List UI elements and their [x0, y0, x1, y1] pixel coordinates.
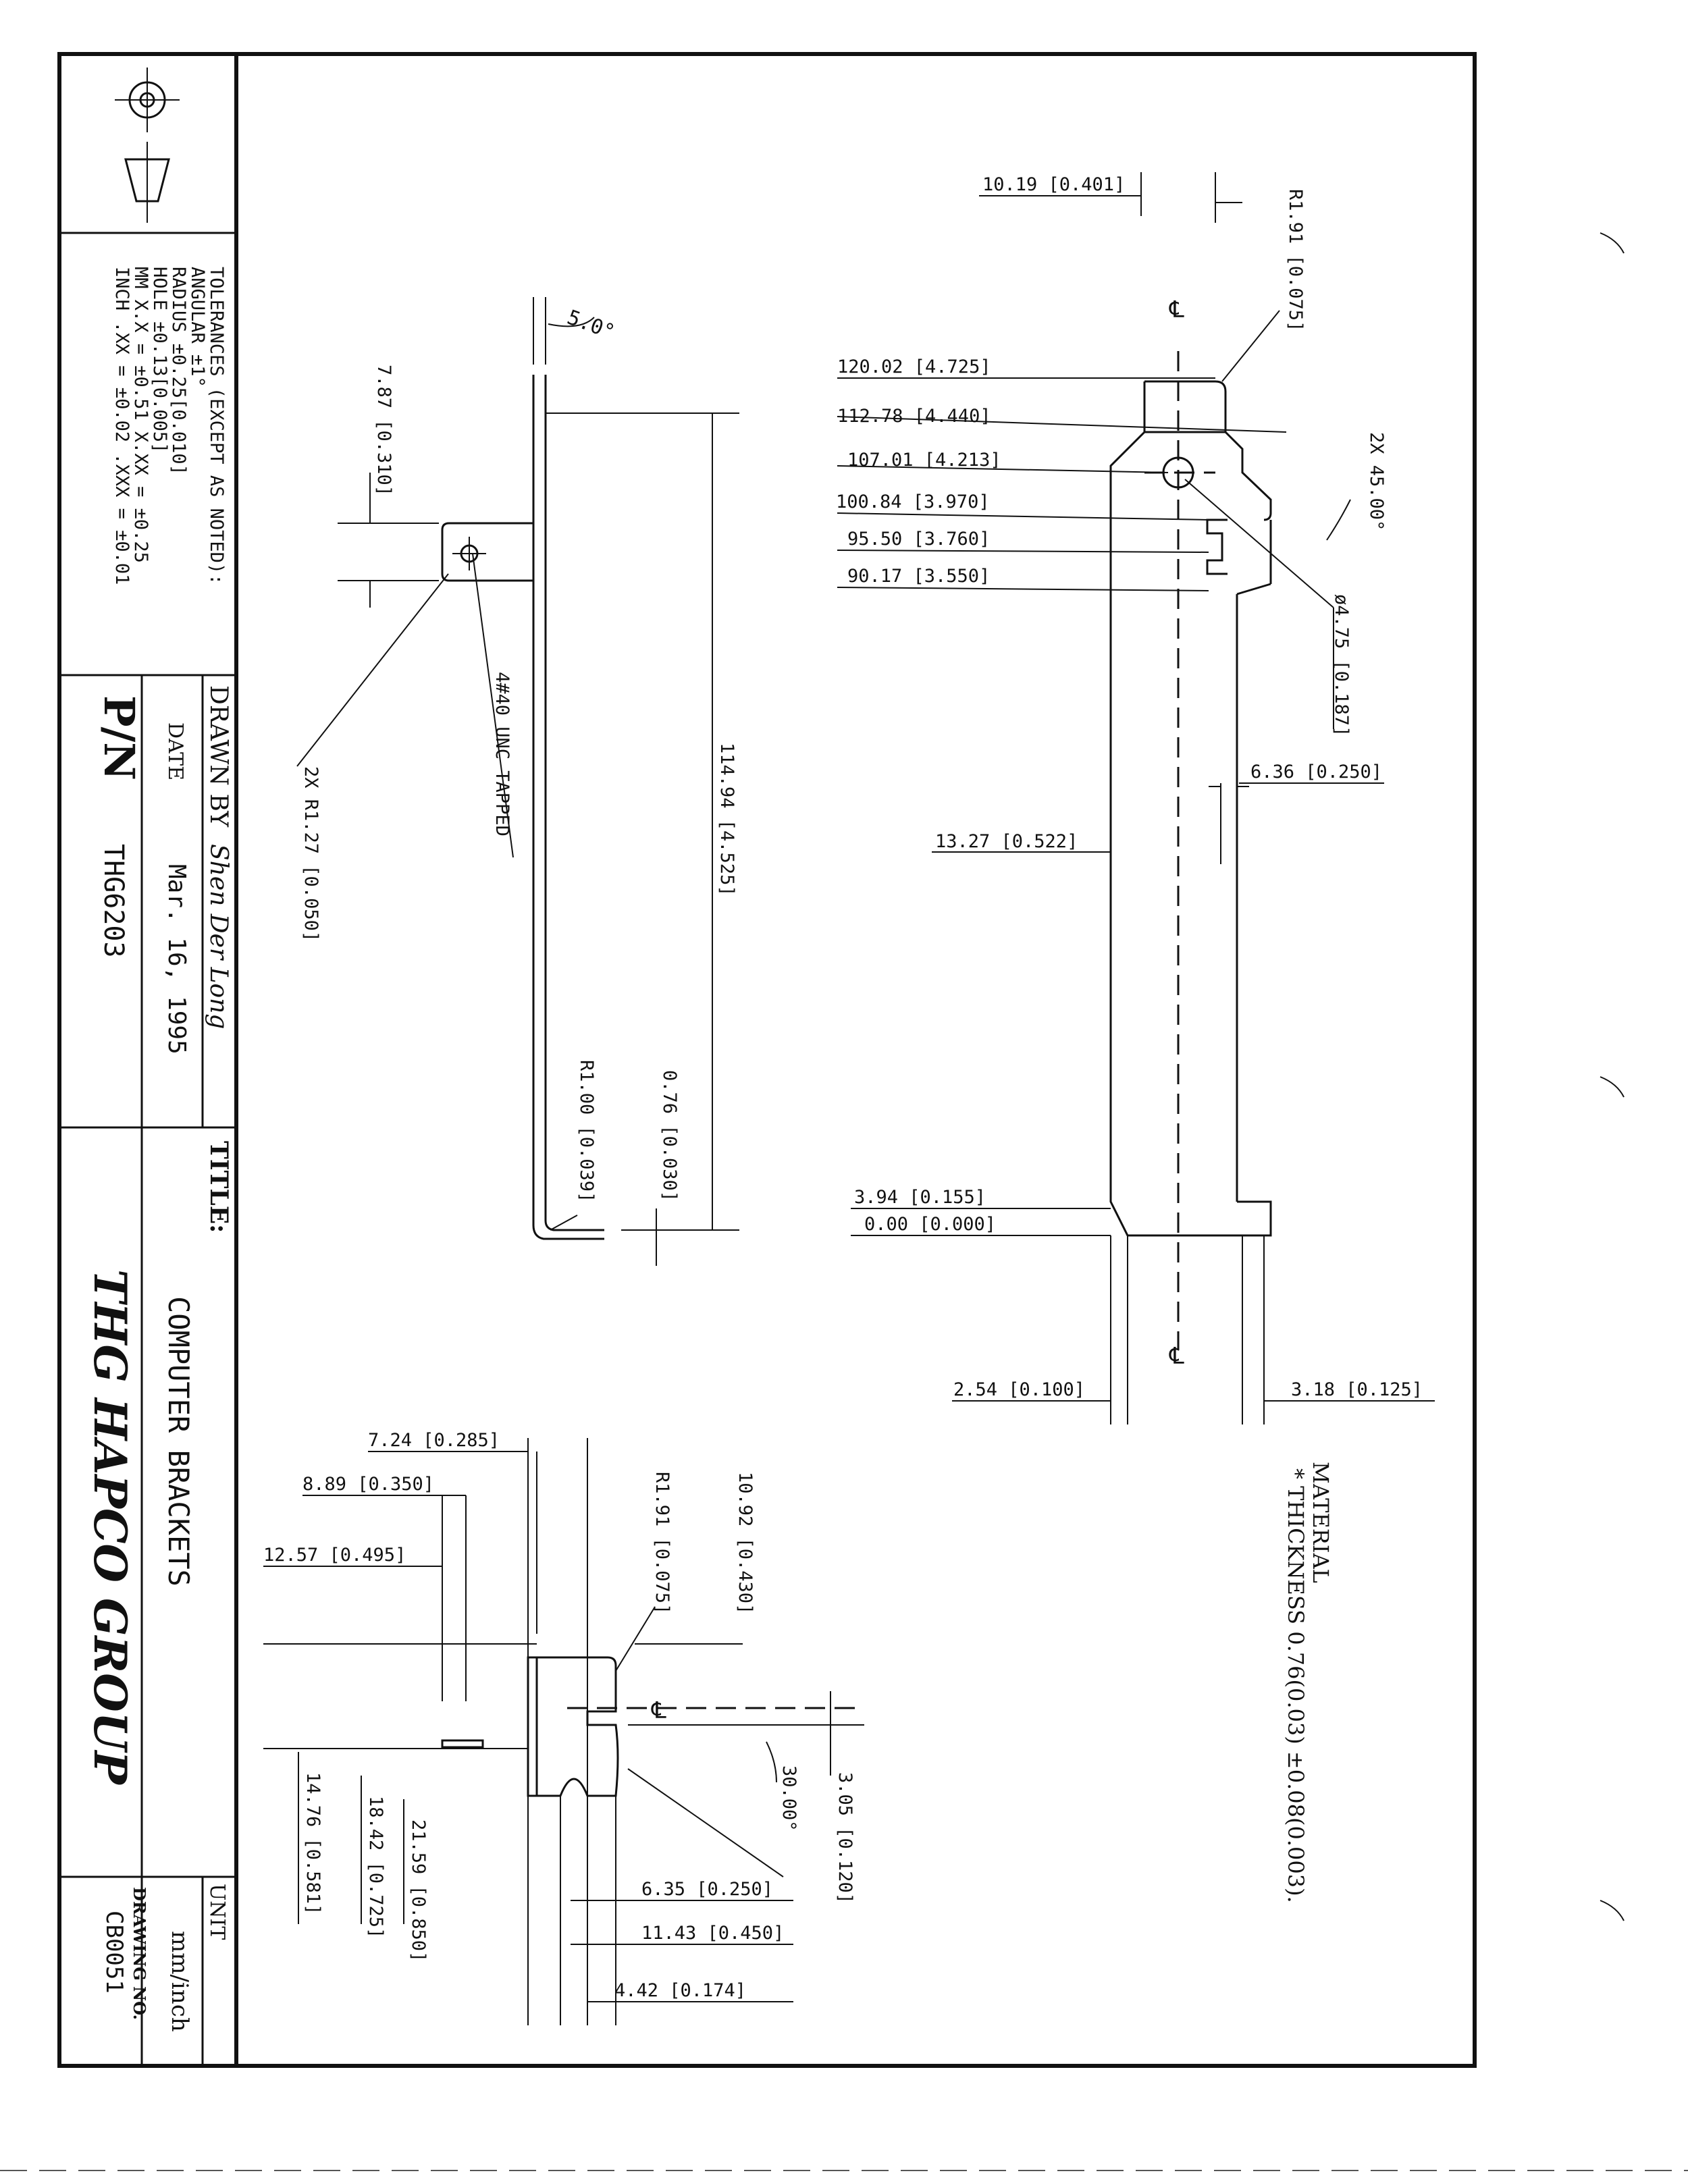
margin-mark: [1600, 232, 1625, 254]
side-angle-label: 5.0°: [564, 306, 618, 345]
dim-label: 3.18 [0.125]: [1291, 1379, 1423, 1400]
dim-label: 10.19 [0.401]: [982, 174, 1125, 195]
dim-label: 0.76 [0.030]: [659, 1070, 680, 1202]
margin-mark: [1600, 1900, 1625, 1921]
unit-value: mm/inch: [166, 1931, 193, 2032]
dim-label: 11.43 [0.450]: [641, 1923, 784, 1944]
title-label: TITLE:: [205, 1141, 233, 1233]
material-label: MATERIAL: [1308, 1462, 1334, 1583]
dim-label: 8.89 [0.350]: [302, 1474, 434, 1495]
dim-label: 107.01 [4.213]: [847, 450, 1001, 471]
dim-label: 0.00 [0.000]: [864, 1214, 996, 1235]
material-thickness: * THICKNESS 0.76(0.03) ±0.08(0.003).: [1283, 1468, 1309, 1903]
drawing-no-label: DRAWING NO.: [130, 1887, 149, 2020]
tolerance-line: RADIUS ±0.25[0.010]: [168, 267, 189, 475]
dim-label: R1.91 [0.075]: [1285, 189, 1306, 331]
date-label: DATE: [163, 722, 187, 780]
dim-label: 120.02 [4.725]: [837, 356, 991, 377]
drawing-no-value: CB0051: [101, 1911, 128, 1994]
dim-label: R1.00 [0.039]: [576, 1060, 597, 1202]
dim-label: 14.76 [0.581]: [302, 1772, 323, 1915]
dim-label: 18.42 [0.725]: [365, 1796, 386, 1938]
projection-symbol-icon: [115, 68, 180, 223]
pn-label: P/N: [95, 695, 144, 780]
dim-label: 90.17 [3.550]: [847, 566, 990, 587]
sheet-border: [57, 52, 1477, 2068]
drawn-by-value: Shen Der Long: [205, 844, 232, 1029]
dim-label: 10.92 [0.430]: [735, 1472, 756, 1614]
dim-label: 30.00°: [779, 1765, 799, 1832]
tolerance-line: MM X.X = ±0.51 X.XX = ±0.25: [130, 267, 151, 563]
dim-label: 100.84 [3.970]: [836, 491, 990, 512]
drawing-title: COMPUTER BRACKETS: [162, 1296, 195, 1587]
dim-label: 7.24 [0.285]: [368, 1430, 500, 1451]
dim-label: ø4.75 [0.187]: [1331, 594, 1352, 737]
centerline-label: ℄: [1169, 1343, 1184, 1370]
dim-label: 12.57 [0.495]: [263, 1545, 406, 1566]
dim-label: 112.78 [4.440]: [837, 406, 991, 427]
dim-label: 3.05 [0.120]: [835, 1772, 855, 1904]
margin-mark: [1600, 1076, 1625, 1098]
tolerance-line: INCH .XX = ±0.02 .XXX = ±0.01: [111, 267, 132, 585]
dim-label: 114.94 [4.525]: [716, 743, 737, 897]
dim-label: 3.94 [0.155]: [854, 1187, 986, 1208]
dim-label: 6.35 [0.250]: [641, 1879, 773, 1900]
company-name: THG HAPCO GROUP: [84, 1269, 136, 1786]
dim-label: 95.50 [3.760]: [847, 529, 990, 550]
centerline-label: ℄: [1169, 296, 1184, 323]
pn-value: THG6203: [98, 844, 129, 958]
title-block: TOLERANCES (EXCEPT AS NOTED): ANGULAR ±1…: [59, 68, 236, 2066]
end-view: ℄ 7.24 [0.285] 8.89 [0.350] 12.57 [0.495…: [263, 1430, 864, 2025]
date-value: Mar. 16, 1995: [163, 864, 190, 1055]
dim-label: 2X R1.27 [0.050]: [300, 766, 321, 942]
tolerance-line: ANGULAR ±1°: [187, 267, 208, 388]
dim-label: 13.27 [0.522]: [935, 831, 1078, 852]
dim-label: 2X 45.00°: [1366, 432, 1387, 531]
drawn-by-label: DRAWN BY: [205, 685, 232, 828]
dim-label: 2.54 [0.100]: [953, 1379, 1085, 1400]
dim-label: 4#40 UNC TAPPED: [492, 672, 512, 836]
dim-label: 6.36 [0.250]: [1250, 762, 1382, 782]
tolerance-line: TOLERANCES (EXCEPT AS NOTED):: [206, 267, 227, 585]
centerline-label: ℄: [651, 1697, 666, 1724]
dim-label: 21.59 [0.850]: [408, 1819, 429, 1962]
dim-label: 7.87 [0.310]: [373, 365, 394, 496]
unit-label: UNIT: [205, 1884, 229, 1940]
dim-label: R1.91 [0.075]: [652, 1472, 672, 1614]
side-view: 5.0° 7.87 [0.310] 114.94 [4.525] 0.76 [0…: [296, 297, 739, 1266]
tolerance-line: HOLE ±0.13[0.005]: [149, 267, 170, 453]
dim-label: 4.42 [0.174]: [614, 1980, 746, 2001]
front-view: ℄ ℄ 10.19 [0.401] 120.02 [4.725] 112.: [836, 172, 1435, 1424]
